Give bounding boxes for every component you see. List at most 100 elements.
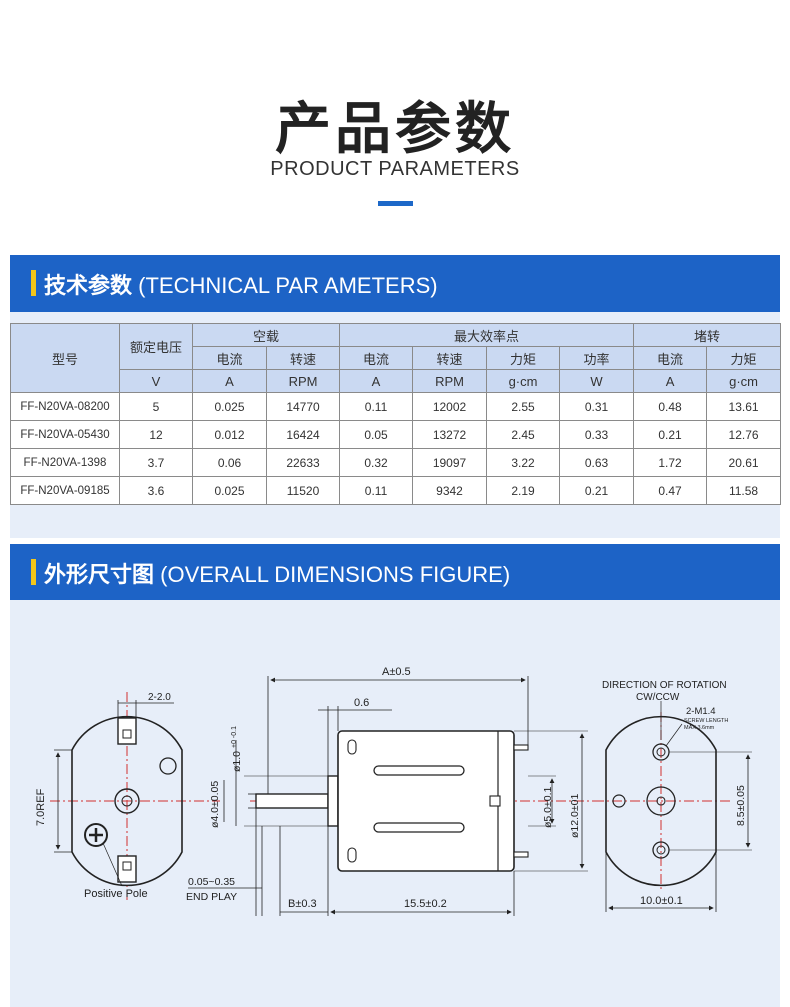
table-cell: 2.45 <box>486 420 561 449</box>
section-title-en: (OVERALL DIMENSIONS FIGURE) <box>154 562 511 587</box>
spec-table-panel: 型号 额定电压 空载 最大效率点 堵转 电流 转速 电流 转速 力矩 功率 电流… <box>10 312 782 538</box>
table-cell: 0.31 <box>559 392 635 421</box>
dim-body: ø12.0±01 <box>569 794 581 838</box>
group-header-stall: 堵转 <box>633 323 782 347</box>
table-cell: 14770 <box>265 392 341 421</box>
col-header-noload-current: 电流 <box>192 346 267 370</box>
page-subtitle: PRODUCT PARAMETERS <box>270 158 520 180</box>
front-view: 2-2.0 7.0REF Positive Pole <box>35 692 220 900</box>
dim-a: A±0.5 <box>382 666 411 678</box>
col-header-noload-speed: 转速 <box>265 346 341 370</box>
dim-boss: ø5.0±0.1 <box>542 786 554 828</box>
table-cell: 5 <box>119 392 193 421</box>
table-cell: 12002 <box>412 392 488 421</box>
col-header-maxeff-speed: 转速 <box>412 346 488 370</box>
section-header-dimensions: 外形尺寸图 (OVERALL DIMENSIONS FIGURE) <box>10 544 780 601</box>
table-cell: 12.76 <box>706 420 782 449</box>
table-cell: 0.21 <box>633 420 708 449</box>
dim-b: B±0.3 <box>288 898 317 910</box>
hero: 产品参数 PRODUCT PARAMETERS <box>0 0 790 240</box>
section-title: 外形尺寸图 (OVERALL DIMENSIONS FIGURE) <box>44 557 510 589</box>
label-screw-max: MAX 3.6mm <box>684 725 715 731</box>
section-title-cn: 技术参数 <box>44 274 133 299</box>
label-cwccw: CW/CCW <box>636 692 680 703</box>
col-header-voltage: 额定电压 <box>119 323 193 370</box>
unit-maxeff-speed: RPM <box>412 369 488 393</box>
table-cell: 0.11 <box>339 392 414 421</box>
table-cell: 11.58 <box>706 476 782 505</box>
table-cell: 0.11 <box>339 476 414 505</box>
table-cell: 0.012 <box>192 420 267 449</box>
unit-maxeff-power: W <box>559 369 635 393</box>
side-view: A±0.5 0.6 ø1.0 +0 -0.1 ø4.0±0.05 ø5.0±0.… <box>186 666 602 916</box>
section-title-en: (TECHNICAL PAR AMETERS) <box>132 273 438 298</box>
table-cell: 13.61 <box>706 392 782 421</box>
table-cell: 13272 <box>412 420 488 449</box>
spec-table: 型号 额定电压 空载 最大效率点 堵转 电流 转速 电流 转速 力矩 功率 电流… <box>10 323 782 505</box>
dimension-drawing-panel: 2-2.0 7.0REF Positive Pole <box>10 600 780 1007</box>
unit-maxeff-torque: g·cm <box>486 369 561 393</box>
cell-model: FF-N20VA-09185 <box>10 476 120 505</box>
section-title-cn: 外形尺寸图 <box>44 563 155 588</box>
table-cell: 0.06 <box>192 448 267 477</box>
unit-stall-torque: g·cm <box>706 369 782 393</box>
table-cell: 3.7 <box>119 448 193 477</box>
section-marker <box>31 559 36 585</box>
label-screw-length: SCREW LENGTH <box>684 718 728 724</box>
table-cell: 0.025 <box>192 392 267 421</box>
table-cell: 19097 <box>412 448 488 477</box>
table-cell: 0.63 <box>559 448 635 477</box>
table-cell: 12 <box>119 420 193 449</box>
col-header-maxeff-current: 电流 <box>339 346 414 370</box>
dim-endplay: 0.05~0.35 <box>188 876 235 888</box>
dim-shaft-4: ø4.0±0.05 <box>209 781 221 828</box>
table-cell: 0.47 <box>633 476 708 505</box>
page-title: 产品参数 <box>275 97 515 162</box>
cell-model: FF-N20VA-08200 <box>10 392 120 421</box>
title-accent-bar <box>378 201 413 206</box>
col-header-stall-current: 电流 <box>633 346 708 370</box>
table-cell: 2.55 <box>486 392 561 421</box>
col-header-maxeff-torque: 力矩 <box>486 346 561 370</box>
section-title: 技术参数 (TECHNICAL PAR AMETERS) <box>44 268 438 300</box>
table-cell: 2.19 <box>486 476 561 505</box>
dim-155: 15.5±0.2 <box>404 898 447 910</box>
label-rotation: DIRECTION OF ROTATION <box>602 680 727 691</box>
unit-stall-current: A <box>633 369 708 393</box>
dim-shaft-1-tol: +0 -0.1 <box>231 726 238 748</box>
table-row: FF-N20VA-09185 3.6 0.025 11520 0.11 9342… <box>10 476 782 505</box>
cell-model: FF-N20VA-05430 <box>10 420 120 449</box>
table-row: FF-N20VA-08200 5 0.025 14770 0.11 12002 … <box>10 392 782 421</box>
table-cell: 16424 <box>265 420 341 449</box>
section-marker <box>31 270 36 296</box>
dim-10: 10.0±0.1 <box>640 895 683 907</box>
dimension-drawing: 2-2.0 7.0REF Positive Pole <box>35 666 752 916</box>
rear-view: DIRECTION OF ROTATION CW/CCW 2-M1.4 SCRE… <box>594 680 752 912</box>
dim-terminal-width: 2-2.0 <box>148 692 171 703</box>
table-cell: 0.05 <box>339 420 414 449</box>
table-cell: 0.33 <box>559 420 635 449</box>
section-header-technical: 技术参数 (TECHNICAL PAR AMETERS) <box>10 255 780 312</box>
unit-maxeff-current: A <box>339 369 414 393</box>
table-cell: 11520 <box>265 476 341 505</box>
col-header-maxeff-power: 功率 <box>559 346 635 370</box>
table-cell: 0.21 <box>559 476 635 505</box>
table-cell: 0.48 <box>633 392 708 421</box>
unit-noload-speed: RPM <box>265 369 341 393</box>
dim-85: 8.5±0.05 <box>735 785 747 826</box>
col-header-stall-torque: 力矩 <box>706 346 782 370</box>
table-cell: 3.6 <box>119 476 193 505</box>
label-screw: 2-M1.4 <box>686 706 716 717</box>
table-cell: 22633 <box>265 448 341 477</box>
table-cell: 0.025 <box>192 476 267 505</box>
dim-06: 0.6 <box>354 697 369 709</box>
group-header-maxeff: 最大效率点 <box>339 323 635 347</box>
dim-shaft-1: ø1.0 <box>231 751 243 772</box>
table-cell: 20.61 <box>706 448 782 477</box>
table-cell: 0.32 <box>339 448 414 477</box>
cell-model: FF-N20VA-1398 <box>10 448 120 477</box>
col-header-model: 型号 <box>10 323 120 393</box>
dim-7ref: 7.0REF <box>35 788 47 826</box>
table-row: FF-N20VA-05430 12 0.012 16424 0.05 13272… <box>10 420 782 449</box>
group-header-noload: 空载 <box>191 323 341 347</box>
